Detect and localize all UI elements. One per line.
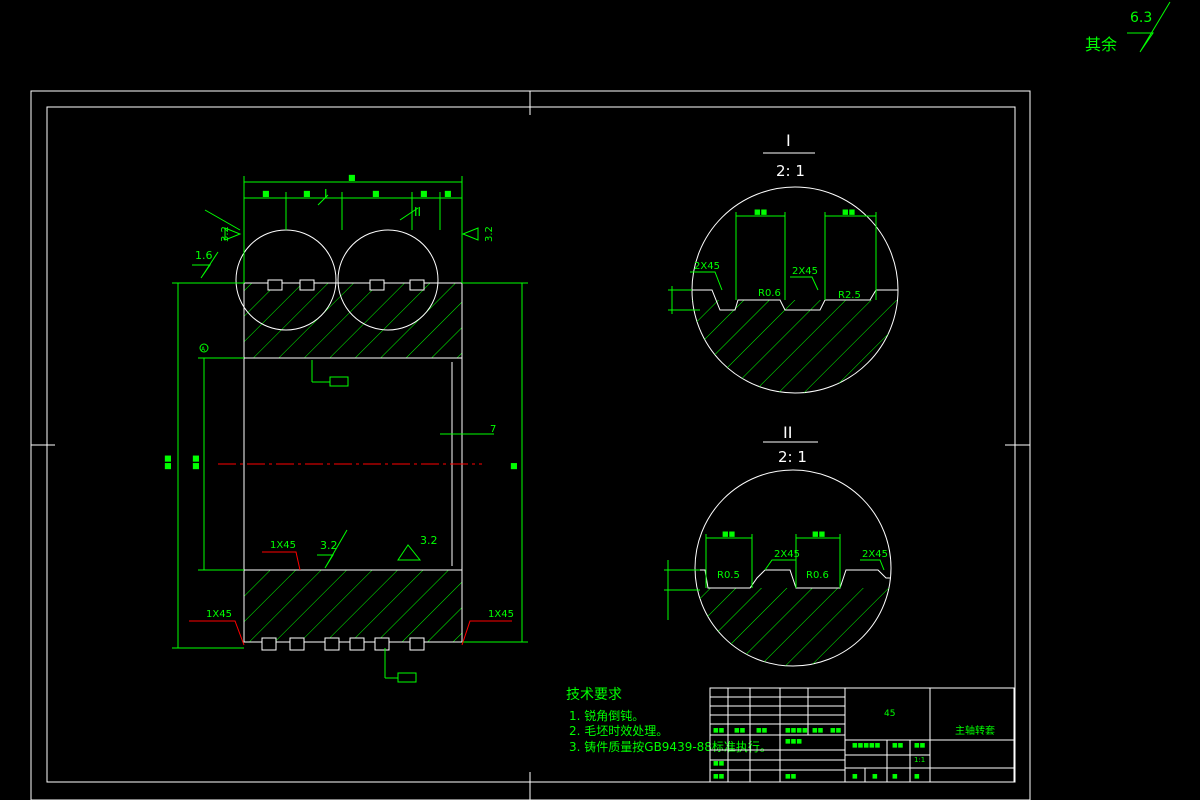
svg-text:■■: ■■ — [722, 530, 735, 538]
roughness-3-2-bottom: 3.2 — [320, 539, 338, 552]
svg-text:■■: ■■ — [713, 773, 725, 780]
detail-1-chamfer-b: 2X45 — [792, 266, 818, 277]
main-view: ■ ■ ■ ■ ■ ■ ■■ ■■ ■ 7 I II A 1.6 3.2 — [163, 173, 528, 683]
svg-text:■■■: ■■■ — [785, 738, 802, 745]
svg-text:■■■■: ■■■■ — [785, 727, 808, 734]
svg-text:■: ■ — [348, 173, 356, 182]
svg-text:■■: ■■ — [163, 455, 172, 470]
roughness-symbol — [1127, 1, 1171, 53]
detail-2-radius-b: R0.6 — [806, 570, 829, 581]
chamfer-1x45-left: 1X45 — [206, 609, 232, 620]
svg-text:■: ■ — [420, 189, 428, 198]
svg-text:■■: ■■ — [713, 760, 725, 767]
upper-section-hatch — [243, 282, 463, 359]
detail-2-chamfer-a: 2X45 — [774, 549, 800, 560]
svg-text:■: ■ — [262, 189, 270, 198]
roughness-3-2-left: 3.2 — [220, 226, 231, 242]
svg-text:■: ■ — [872, 773, 878, 780]
roughness-1-6: 1.6 — [195, 249, 213, 262]
detail-1-radius-a: R0.6 — [758, 288, 781, 299]
dim-seven: 7 — [490, 424, 496, 435]
title-block-material: 45 — [884, 709, 895, 719]
detail-1-marker: I — [786, 131, 791, 150]
sheet-frame — [30, 90, 1031, 800]
detail-1-chamfer-a: 2X45 — [694, 261, 720, 272]
detail-2-scale: 2: 1 — [778, 448, 807, 466]
svg-text:■: ■ — [509, 462, 518, 470]
svg-text:■■: ■■ — [713, 727, 725, 734]
svg-text:■■: ■■ — [756, 727, 768, 734]
detail-circle-2 — [337, 229, 439, 331]
detail-marker-ii: II — [414, 205, 421, 219]
svg-text:■■: ■■ — [785, 773, 797, 780]
chamfer-1x45-inner: 1X45 — [270, 540, 296, 551]
svg-text:■■: ■■ — [812, 727, 824, 734]
detail-view-1: I 2: 1 ■■ ■■ 2X45 2X45 R0.6 R2 — [668, 131, 899, 394]
title-block-part-name: 主轴转套 — [955, 724, 995, 737]
title-block-scale: 1:1 — [914, 756, 925, 764]
detail-2-radius-a: R0.5 — [717, 570, 740, 581]
tech-req-item-1: 1. 锐角倒钝。 — [569, 709, 644, 723]
chamfer-1x45-right: 1X45 — [488, 609, 514, 620]
tech-req-item-2: 2. 毛坯时效处理。 — [569, 723, 668, 738]
svg-text:■■■■■: ■■■■■ — [852, 742, 881, 749]
title-block — [709, 687, 1015, 783]
svg-text:■: ■ — [892, 773, 898, 780]
detail-2-marker: II — [783, 423, 792, 442]
detail-1-radius-b: R2.5 — [838, 290, 861, 301]
detail-1-scale: 2: 1 — [776, 162, 805, 180]
svg-text:■: ■ — [914, 773, 920, 780]
svg-text:■■: ■■ — [830, 727, 842, 734]
svg-text:■■: ■■ — [734, 727, 746, 734]
tech-req-title: 技术要求 — [566, 687, 622, 703]
svg-text:■■: ■■ — [191, 455, 200, 470]
surface-finish-value: 6.3 — [1130, 10, 1152, 26]
svg-text:■■: ■■ — [842, 208, 855, 216]
tech-req-item-3: 3. 铸件质量按GB9439-88标准执行。 — [569, 739, 772, 754]
title-block-cell-marks: ■■ ■■ ■■ ■■■■ ■■ ■■ ■■■ ■■■■■ ■■ ■■ ■■ ■… — [713, 727, 926, 780]
svg-text:■■: ■■ — [914, 742, 926, 749]
svg-text:■■: ■■ — [812, 530, 825, 538]
lower-section-hatch — [243, 569, 463, 643]
roughness-3-2-chamfer: 3.2 — [420, 534, 438, 547]
datum-label: A — [201, 346, 206, 353]
surface-finish-note: 其余 6.3 — [1085, 1, 1171, 54]
svg-text:■: ■ — [303, 189, 311, 198]
detail-2-chamfer-b: 2X45 — [862, 549, 888, 560]
surface-finish-label: 其余 — [1085, 35, 1117, 54]
detail-marker-i: I — [324, 187, 328, 201]
svg-text:■: ■ — [444, 189, 452, 198]
svg-text:■: ■ — [852, 773, 858, 780]
roughness-3-2-right: 3.2 — [484, 226, 495, 242]
detail-view-2: II 2: 1 ■■ ■■ 2X45 2X45 R0.5 R0.6 — [664, 423, 892, 667]
svg-text:■■: ■■ — [892, 742, 904, 749]
svg-text:■■: ■■ — [754, 208, 767, 216]
svg-text:■: ■ — [372, 189, 380, 198]
